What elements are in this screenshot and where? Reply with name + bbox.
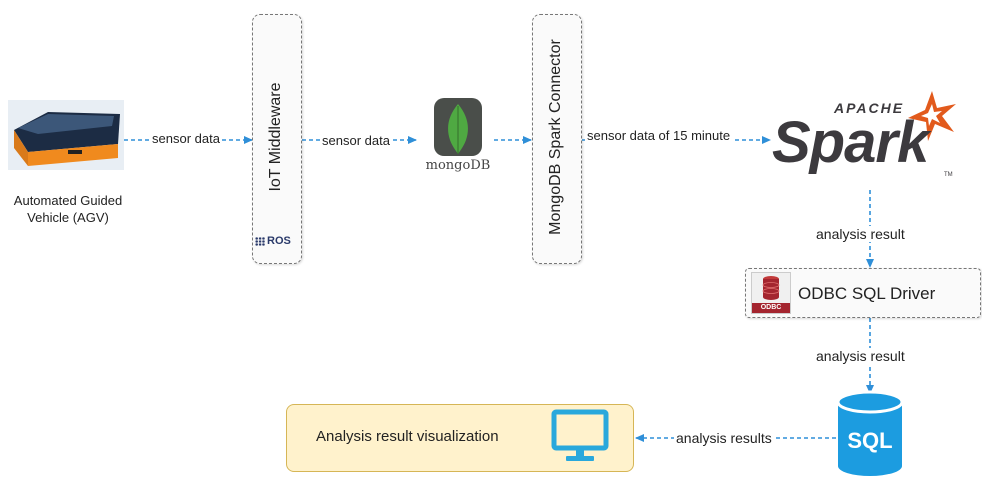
edge-label-middleware-to-mongodb: sensor data <box>320 133 392 148</box>
agv-label: Automated Guided Vehicle (AGV) <box>0 192 136 226</box>
spark-star-icon <box>908 91 956 141</box>
sql-cylinder-icon <box>836 390 904 476</box>
mongodb-wordmark-b: DB <box>470 158 491 173</box>
edge-label-odbc-to-sql: analysis result <box>814 348 907 364</box>
spark-brand-top: APACHE <box>834 100 905 116</box>
mongodb-leaf-icon <box>434 98 482 156</box>
sql-database-node[interactable]: SQL <box>836 390 904 478</box>
edge-label-spark-to-odbc: analysis result <box>814 226 907 242</box>
ros-badge: ROS <box>255 235 291 247</box>
agv-label-line1: Automated Guided <box>13 193 123 208</box>
database-icon <box>762 276 780 300</box>
spark-brand-main: Spark <box>772 110 929 175</box>
spark-tm: TM <box>944 172 953 178</box>
apache-spark-node[interactable]: APACHE Spark TM <box>772 88 972 188</box>
odbc-icon-caption: ODBC <box>752 303 790 313</box>
odbc-icon: ODBC <box>751 272 791 314</box>
iot-middleware-title: IoT Middleware <box>267 82 284 192</box>
visualization-title: Analysis result visualization <box>316 428 499 445</box>
ros-dots-icon <box>255 236 265 246</box>
agv-image <box>8 100 124 170</box>
monitor-icon <box>548 408 612 468</box>
mongodb-node[interactable]: mongoDB <box>420 98 496 178</box>
mongodb-wordmark: mongoDB <box>420 158 496 173</box>
edge-label-connector-to-spark: sensor data of 15 minute <box>585 128 733 143</box>
iot-middleware-node[interactable] <box>252 14 302 264</box>
spark-connector-title: MongoDB Spark Connector <box>547 39 564 235</box>
edge-label-sql-to-visualization: analysis results <box>674 430 774 446</box>
odbc-title: ODBC SQL Driver <box>798 284 936 303</box>
sql-label: SQL <box>847 428 893 453</box>
mongodb-wordmark-a: mongo <box>425 158 471 173</box>
edge-label-agv-to-middleware: sensor data <box>150 131 222 146</box>
spark-connector-node[interactable] <box>532 14 582 264</box>
agv-label-line2: Vehicle (AGV) <box>27 210 109 225</box>
ros-label: ROS <box>267 235 291 247</box>
